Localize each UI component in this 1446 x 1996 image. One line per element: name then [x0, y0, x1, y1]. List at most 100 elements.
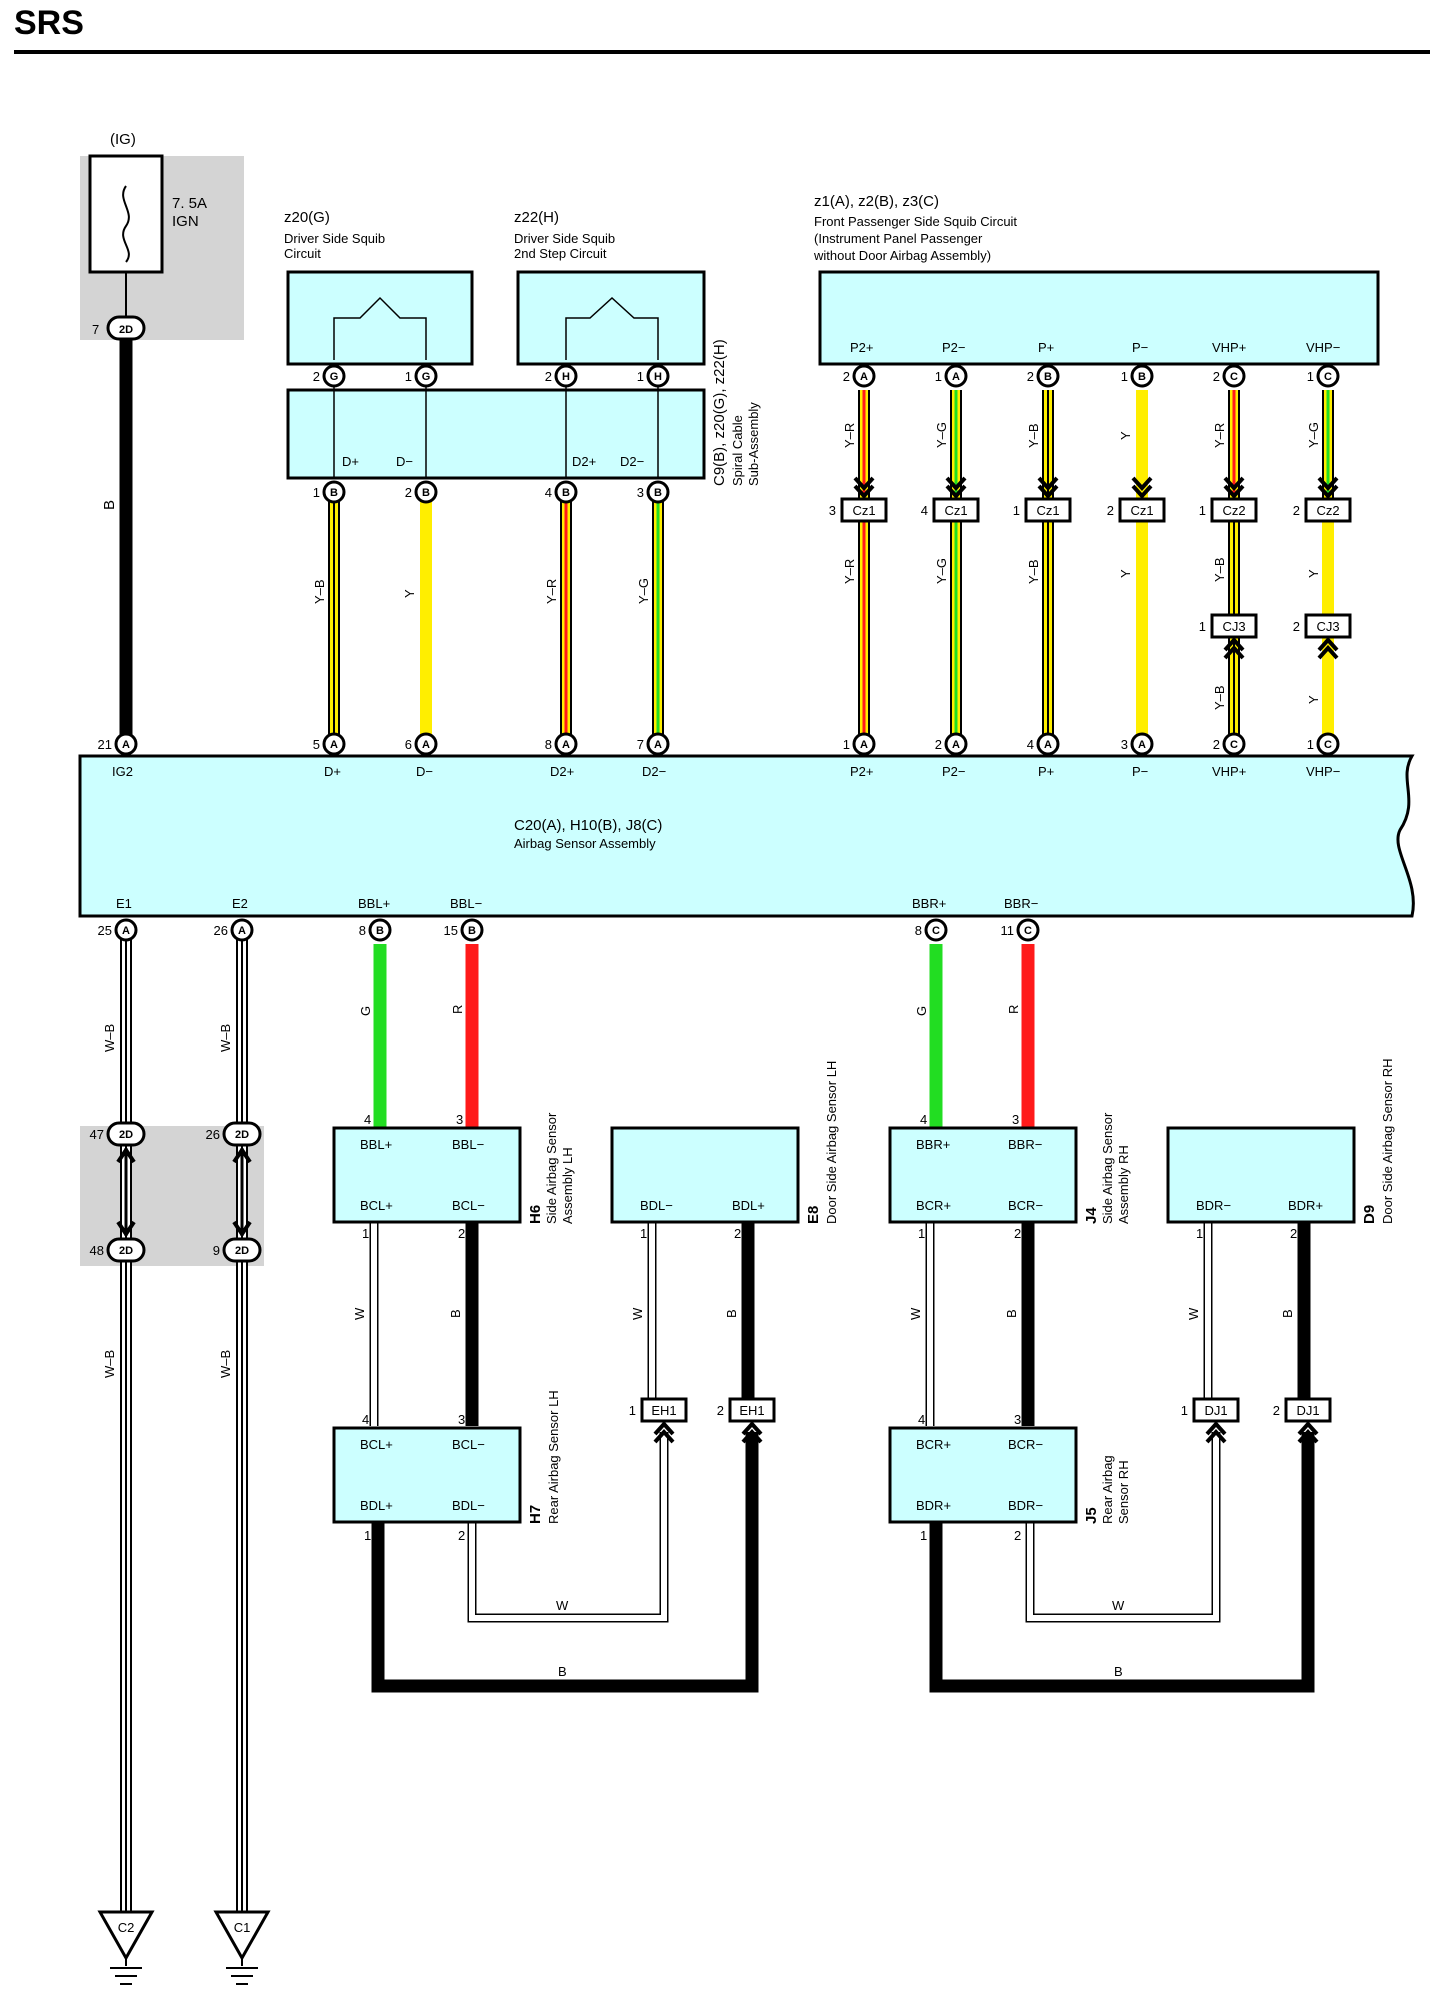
ecu-top-terminal: A3: [1121, 732, 1154, 756]
svg-text:EH1: EH1: [739, 1403, 764, 1418]
spiral-top-terminal: G2: [313, 364, 346, 388]
h6-name2: Assembly LH: [560, 1147, 575, 1224]
svg-text:C1: C1: [234, 1920, 251, 1935]
svg-text:C2: C2: [118, 1920, 135, 1935]
svg-text:G: G: [330, 371, 339, 383]
h6-name1: Side Airbag Sensor: [544, 1112, 559, 1224]
svg-text:Y–R: Y–R: [842, 559, 857, 584]
svg-text:Y–B: Y–B: [1212, 557, 1227, 582]
ground-icon: C1: [213, 1910, 271, 1985]
svg-text:H: H: [562, 371, 570, 383]
svg-text:A: A: [562, 739, 570, 751]
svg-text:P2+: P2+: [850, 340, 874, 355]
svg-text:3: 3: [1014, 1412, 1021, 1427]
svg-text:P−: P−: [1132, 340, 1148, 355]
d9-name1: Door Side Airbag Sensor RH: [1380, 1059, 1395, 1224]
z20-code: z20(G): [284, 209, 330, 226]
svg-text:W–B: W–B: [102, 1350, 117, 1378]
svg-text:BCL−: BCL−: [452, 1198, 485, 1213]
svg-text:B: B: [1114, 1664, 1123, 1679]
svg-text:BBR+: BBR+: [916, 1137, 950, 1152]
svg-text:D2−: D2−: [620, 454, 644, 469]
fp-box: [818, 270, 1380, 366]
j5-code: J5: [1083, 1507, 1100, 1524]
wire-rh-loop-b: [929, 1432, 1315, 1693]
svg-text:B: B: [376, 925, 384, 937]
ground-symbols: C2 C1: [97, 1910, 271, 1985]
svg-text:W: W: [556, 1598, 569, 1613]
svg-text:W–B: W–B: [218, 1350, 233, 1378]
wire-label-ig2: B: [101, 500, 118, 510]
spiral-bottom-terminal: B4: [545, 480, 578, 504]
svg-text:1: 1: [364, 1528, 371, 1543]
svg-text:BCR−: BCR−: [1008, 1198, 1043, 1213]
svg-text:B: B: [1280, 1309, 1295, 1318]
svg-text:2: 2: [935, 737, 942, 752]
svg-text:VHP+: VHP+: [1212, 764, 1246, 779]
svg-text:2: 2: [1213, 369, 1220, 384]
svg-text:BBR+: BBR+: [912, 896, 946, 911]
svg-text:26: 26: [206, 1127, 220, 1142]
wire-lh-loop-b: [371, 1432, 759, 1693]
e8-name1: Door Side Airbag Sensor LH: [824, 1061, 839, 1224]
spiral-top-terminal: H2: [545, 364, 578, 388]
d9-box: [1166, 1126, 1356, 1224]
ecu-bottom-terminal: B8: [359, 918, 392, 942]
svg-text:B: B: [422, 487, 430, 499]
svg-text:A: A: [422, 739, 430, 751]
svg-text:2: 2: [458, 1528, 465, 1543]
svg-text:4: 4: [921, 503, 928, 518]
svg-text:1: 1: [1307, 369, 1314, 384]
svg-text:1: 1: [1199, 619, 1206, 634]
svg-text:2: 2: [313, 369, 320, 384]
svg-text:2: 2: [405, 485, 412, 500]
svg-text:VHP−: VHP−: [1306, 340, 1340, 355]
svg-text:P2+: P2+: [850, 764, 874, 779]
fuse-ig-label: (IG): [110, 131, 136, 148]
fuse-icon: [122, 185, 130, 263]
svg-text:E1: E1: [116, 896, 132, 911]
ecu-code: C20(A), H10(B), J8(C): [514, 817, 662, 834]
svg-text:BCR+: BCR+: [916, 1437, 951, 1452]
svg-text:E2: E2: [232, 896, 248, 911]
svg-text:B: B: [1004, 1309, 1019, 1318]
svg-text:C: C: [1024, 925, 1032, 937]
svg-text:IG2: IG2: [112, 764, 133, 779]
svg-text:A: A: [1044, 739, 1052, 751]
svg-text:1: 1: [1199, 503, 1206, 518]
z20-squib-icon: [333, 296, 427, 360]
svg-text:Y–B: Y–B: [1026, 559, 1041, 584]
svg-text:H: H: [654, 371, 662, 383]
ecu-top-terminal: A21: [98, 732, 138, 756]
ecu-top-terminal: A2: [935, 732, 968, 756]
j4-code: J4: [1083, 1207, 1100, 1224]
svg-text:G: G: [358, 1006, 373, 1016]
h6-code: H6: [527, 1205, 544, 1224]
svg-text:4: 4: [545, 485, 552, 500]
svg-text:Y–G: Y–G: [1306, 422, 1321, 448]
wire-lh-loop-w: [467, 1432, 669, 1623]
svg-text:B: B: [1044, 371, 1052, 383]
svg-text:BBL+: BBL+: [360, 1137, 392, 1152]
svg-text:2D: 2D: [119, 1129, 133, 1141]
svg-text:D−: D−: [416, 764, 433, 779]
svg-text:4: 4: [1027, 737, 1034, 752]
svg-text:C: C: [932, 925, 940, 937]
fuse-pin: 7: [92, 322, 99, 337]
h7-name1: Rear Airbag Sensor LH: [546, 1390, 561, 1524]
svg-text:1: 1: [637, 369, 644, 384]
svg-text:W: W: [1186, 1307, 1201, 1320]
svg-text:4: 4: [920, 1112, 927, 1127]
svg-text:3: 3: [458, 1412, 465, 1427]
ecu-top-terminal: A5: [313, 732, 346, 756]
z22-code: z22(H): [514, 209, 559, 226]
internal-pin-labels: D+ D− D2+ D2− P2+ P2− P+ P− VHP+ VHP−: [342, 340, 1340, 469]
svg-text:Cz1: Cz1: [852, 503, 875, 518]
svg-text:B: B: [562, 487, 570, 499]
svg-text:Y–G: Y–G: [934, 558, 949, 584]
